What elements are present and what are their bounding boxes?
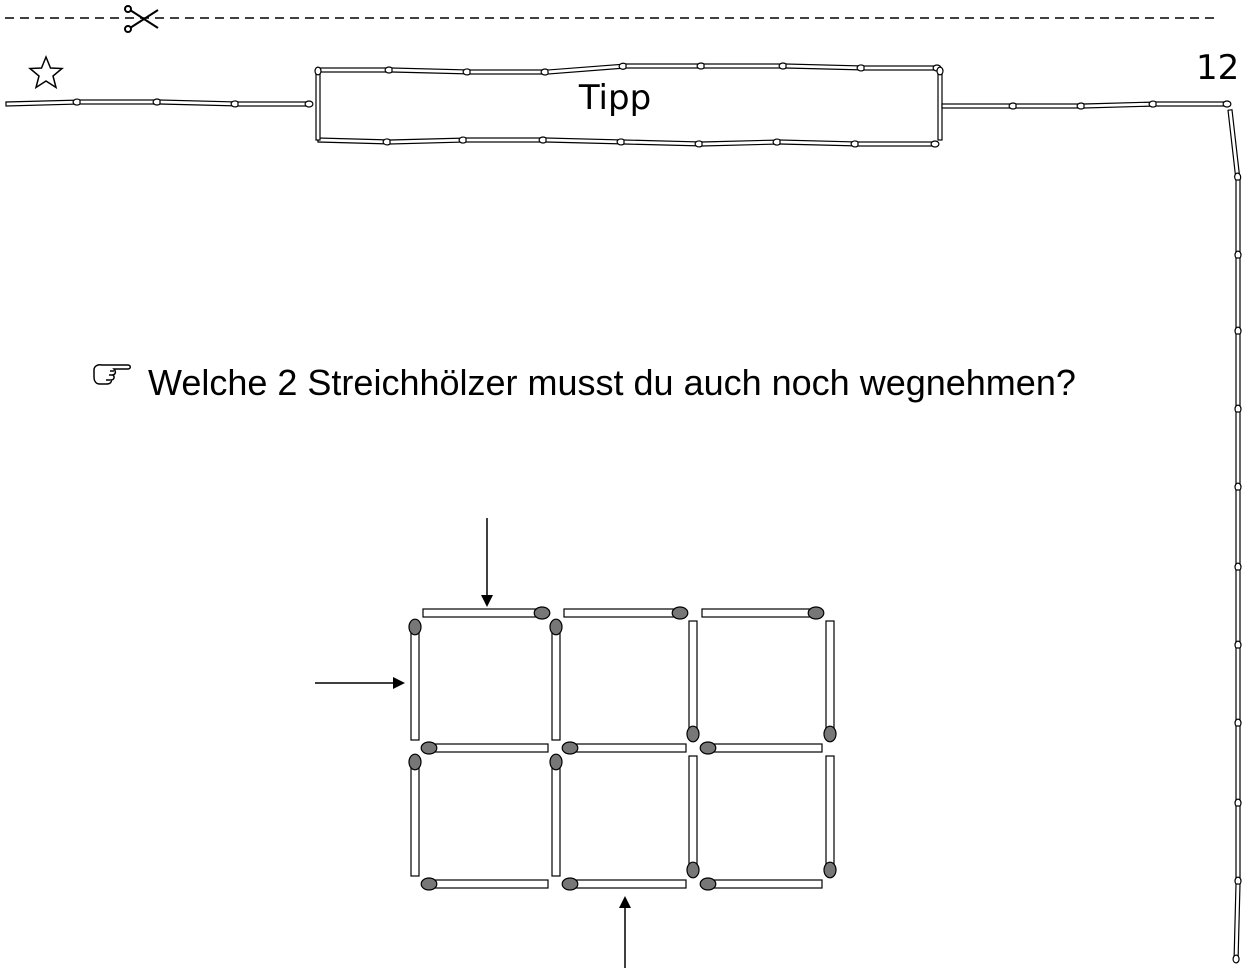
border-match bbox=[779, 139, 860, 148]
match-horizontal bbox=[699, 877, 823, 891]
pointing-hand-icon bbox=[93, 364, 131, 385]
border-match bbox=[465, 136, 548, 144]
border-match bbox=[1015, 102, 1086, 110]
border-match bbox=[159, 99, 240, 108]
border-match bbox=[469, 68, 550, 76]
match-horizontal bbox=[561, 741, 687, 755]
border-match bbox=[317, 137, 392, 146]
match-horizontal bbox=[420, 741, 549, 755]
border-match bbox=[1234, 805, 1242, 886]
border-match bbox=[1227, 109, 1242, 182]
match-horizontal bbox=[422, 606, 551, 620]
border-match bbox=[237, 100, 314, 108]
border-match bbox=[857, 140, 940, 148]
border-match bbox=[314, 66, 322, 141]
border-match bbox=[785, 63, 866, 72]
border-match bbox=[1234, 257, 1242, 336]
star-icon bbox=[28, 55, 64, 90]
match-horizontal bbox=[420, 877, 549, 891]
border-match bbox=[625, 62, 706, 70]
border-match bbox=[1234, 333, 1242, 414]
matchstick-border bbox=[5, 62, 1242, 964]
border-match bbox=[941, 102, 1018, 110]
border-match bbox=[863, 64, 942, 72]
match-vertical bbox=[549, 618, 563, 741]
border-match bbox=[703, 62, 788, 70]
border-match bbox=[1083, 100, 1158, 109]
question-text: Welche 2 Streichhölzer musst du auch noc… bbox=[148, 362, 1076, 403]
border-match bbox=[1234, 179, 1242, 260]
match-vertical bbox=[408, 618, 422, 741]
match-vertical bbox=[408, 753, 422, 877]
border-match bbox=[391, 67, 472, 76]
match-vertical bbox=[549, 753, 563, 877]
match-horizontal bbox=[699, 741, 823, 755]
border-match bbox=[547, 62, 628, 75]
border-match bbox=[1234, 725, 1242, 808]
match-vertical bbox=[823, 620, 837, 743]
page-number: 12 bbox=[1196, 48, 1240, 88]
border-match bbox=[545, 137, 626, 146]
border-match bbox=[317, 66, 394, 74]
border-match bbox=[1232, 883, 1241, 964]
border-match bbox=[1155, 100, 1232, 108]
border-match bbox=[389, 136, 468, 145]
match-vertical bbox=[686, 620, 700, 743]
match-horizontal bbox=[563, 606, 689, 620]
border-match bbox=[5, 98, 82, 107]
border-match bbox=[1234, 411, 1242, 492]
matchstick-puzzle bbox=[408, 606, 837, 891]
scissors-icon bbox=[124, 5, 159, 33]
page-title: Tipp bbox=[578, 78, 652, 118]
match-vertical bbox=[823, 755, 837, 879]
match-horizontal bbox=[701, 606, 825, 620]
match-vertical bbox=[686, 755, 700, 879]
match-horizontal bbox=[561, 877, 687, 891]
border-match bbox=[1234, 569, 1242, 650]
border-match bbox=[623, 139, 704, 148]
border-match bbox=[79, 98, 162, 106]
border-match bbox=[701, 138, 782, 147]
border-match bbox=[1234, 647, 1242, 728]
border-match bbox=[1234, 489, 1242, 572]
